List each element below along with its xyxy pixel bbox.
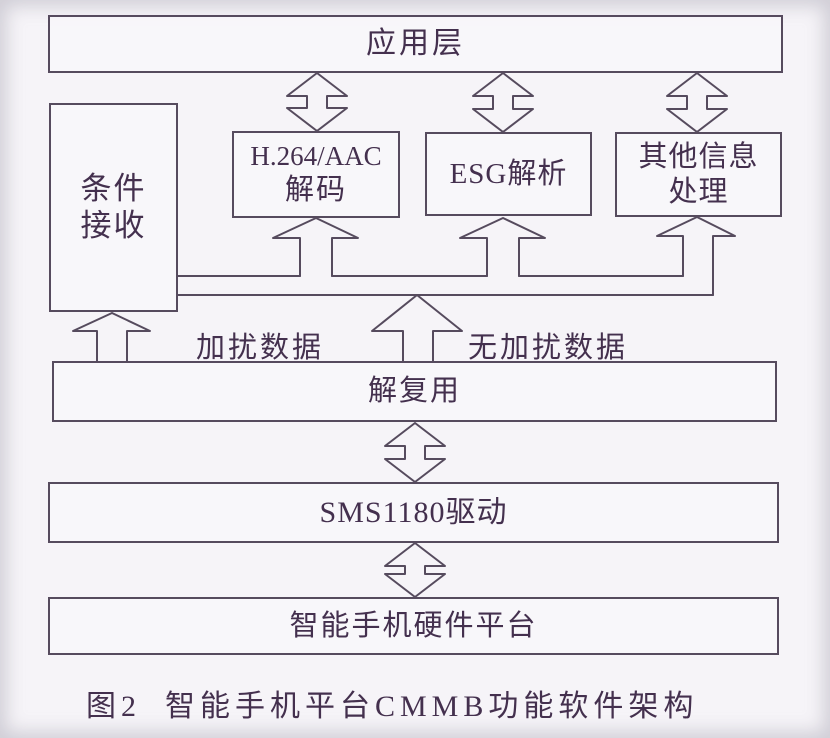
conditional-access-label-line2: 接收 [80,207,147,243]
double-arrow-driver-hardware-icon [384,542,446,598]
up-arrow-bus-to-esg-icon [459,217,546,277]
other-info-label-line1: 其他信息 [638,141,759,174]
double-arrow-app-h264-icon [286,72,348,132]
other-info-label-line2: 处理 [668,175,729,208]
demultiplexer-label: 解复用 [367,375,461,408]
double-arrow-demux-driver-icon [384,422,446,483]
double-arrow-app-esg-icon [472,72,534,133]
scrambled-data-label: 加扰数据 [196,332,325,364]
box-conditional-access: 条件 接收 [49,103,178,312]
box-application-layer: 应用层 [48,15,783,73]
esg-parser-label: ESG解析 [449,157,568,190]
up-arrow-demux-to-conditional-access-icon [72,312,151,362]
double-arrow-app-other-icon [666,72,728,133]
box-esg-parser: ESG解析 [425,132,592,216]
box-other-info-processing: 其他信息 处理 [615,132,782,217]
box-demultiplexer: 解复用 [52,361,777,422]
box-smartphone-hardware-platform: 智能手机硬件平台 [48,597,779,655]
up-arrow-bus-to-other-icon [656,216,736,296]
up-arrow-demux-to-bus-icon [371,294,463,362]
up-arrow-bus-to-h264-icon [272,217,359,277]
figure-caption: 图2 智能手机平台CMMB功能软件架构 [86,681,786,725]
conditional-access-label-line1: 条件 [80,170,147,206]
h264-decoder-label-line1: H.264/AAC [250,141,382,172]
sms1180-driver-label: SMS1180驱动 [319,495,508,529]
h264-decoder-label-line2: 解码 [284,174,347,207]
box-sms1180-driver: SMS1180驱动 [48,482,779,543]
box-h264-aac-decoder: H.264/AAC 解码 [232,131,400,218]
hardware-platform-label: 智能手机硬件平台 [289,609,538,642]
figure-caption-title: 智能手机平台CMMB功能软件架构 [165,690,699,723]
application-layer-label: 应用层 [366,27,465,61]
unscrambled-data-label: 无加扰数据 [468,332,629,364]
figure-caption-number: 图2 [86,690,141,723]
